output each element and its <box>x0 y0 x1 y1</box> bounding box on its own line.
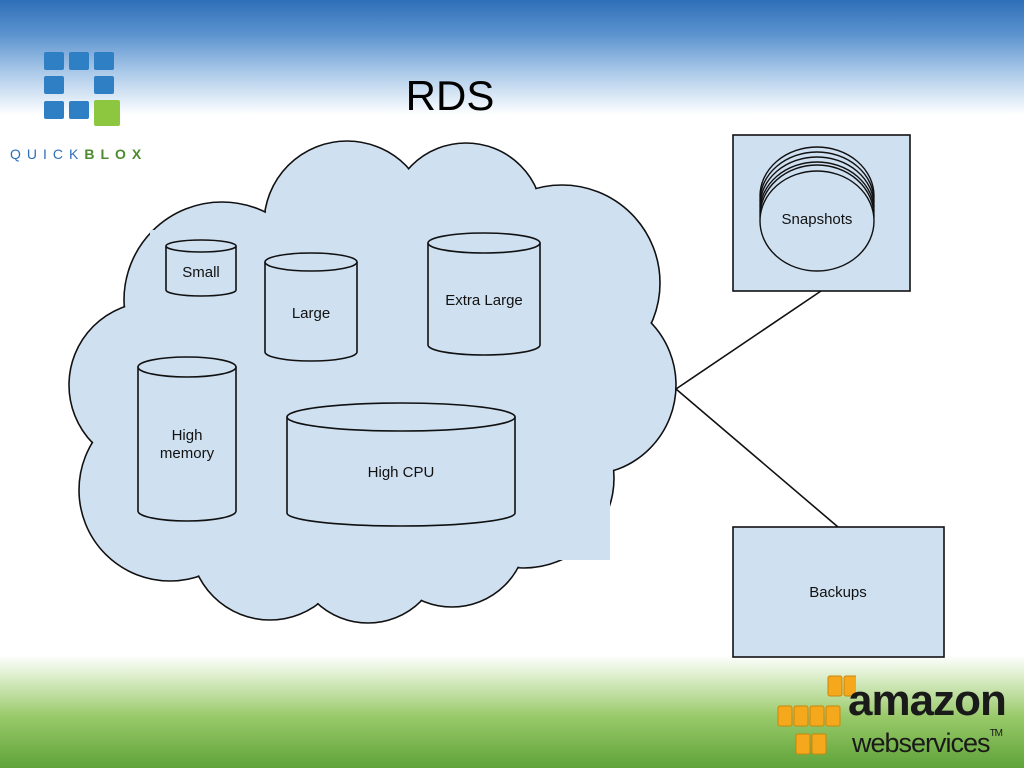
db-high-memory-label-line2: memory <box>160 445 215 462</box>
db-small-label: Small <box>182 264 220 281</box>
aws-amazon-wordmark: amazon <box>848 676 1007 725</box>
db-high-cpu-label: High CPU <box>368 464 435 481</box>
db-high-memory-label-line1: High <box>172 427 203 444</box>
snapshots-stack-icon <box>759 146 875 272</box>
aws-web-text: web <box>852 728 900 758</box>
quickblox-logo: QUICKBLOX <box>8 48 168 168</box>
aws-webservices-wordmark: webservicesTM <box>852 728 1003 759</box>
logo-square-green <box>94 100 120 126</box>
slide-title: RDS <box>405 72 495 119</box>
wordmark-blox: BLOX <box>84 146 148 162</box>
db-high-cpu-cylinder: High CPU <box>286 402 516 527</box>
db-large-label: Large <box>292 305 330 322</box>
backups-label: Backups <box>809 584 867 601</box>
logo-square <box>94 52 114 70</box>
logo-square <box>94 76 114 94</box>
logo-square <box>69 52 89 70</box>
wordmark-quick: QUICK <box>10 146 85 162</box>
logo-square <box>44 76 64 94</box>
db-high-memory-cylinder: High memory <box>137 356 237 522</box>
snapshots-label: Snapshots <box>782 211 853 228</box>
logo-square <box>44 52 64 70</box>
db-extra-large-label: Extra Large <box>445 292 523 309</box>
logo-square <box>44 101 64 119</box>
logo-square <box>69 101 89 119</box>
db-small-cylinder: Small <box>165 239 237 297</box>
aws-trademark: TM <box>989 728 1003 739</box>
top-gradient-band <box>0 0 1024 115</box>
quickblox-squares-icon <box>44 50 134 130</box>
quickblox-wordmark: QUICKBLOX <box>10 146 147 162</box>
bottom-gradient-band <box>0 655 1024 768</box>
db-extra-large-cylinder: Extra Large <box>427 232 541 356</box>
db-large-cylinder: Large <box>264 252 358 362</box>
aws-cubes-icon <box>777 675 856 755</box>
aws-services-text: services <box>898 728 991 758</box>
aws-logo: amazon webservicesTM <box>776 672 1020 764</box>
backups-box: Backups <box>732 526 945 658</box>
snapshots-box: Snapshots <box>732 134 911 292</box>
connector-backups <box>675 388 839 528</box>
connector-snapshots <box>675 290 822 390</box>
